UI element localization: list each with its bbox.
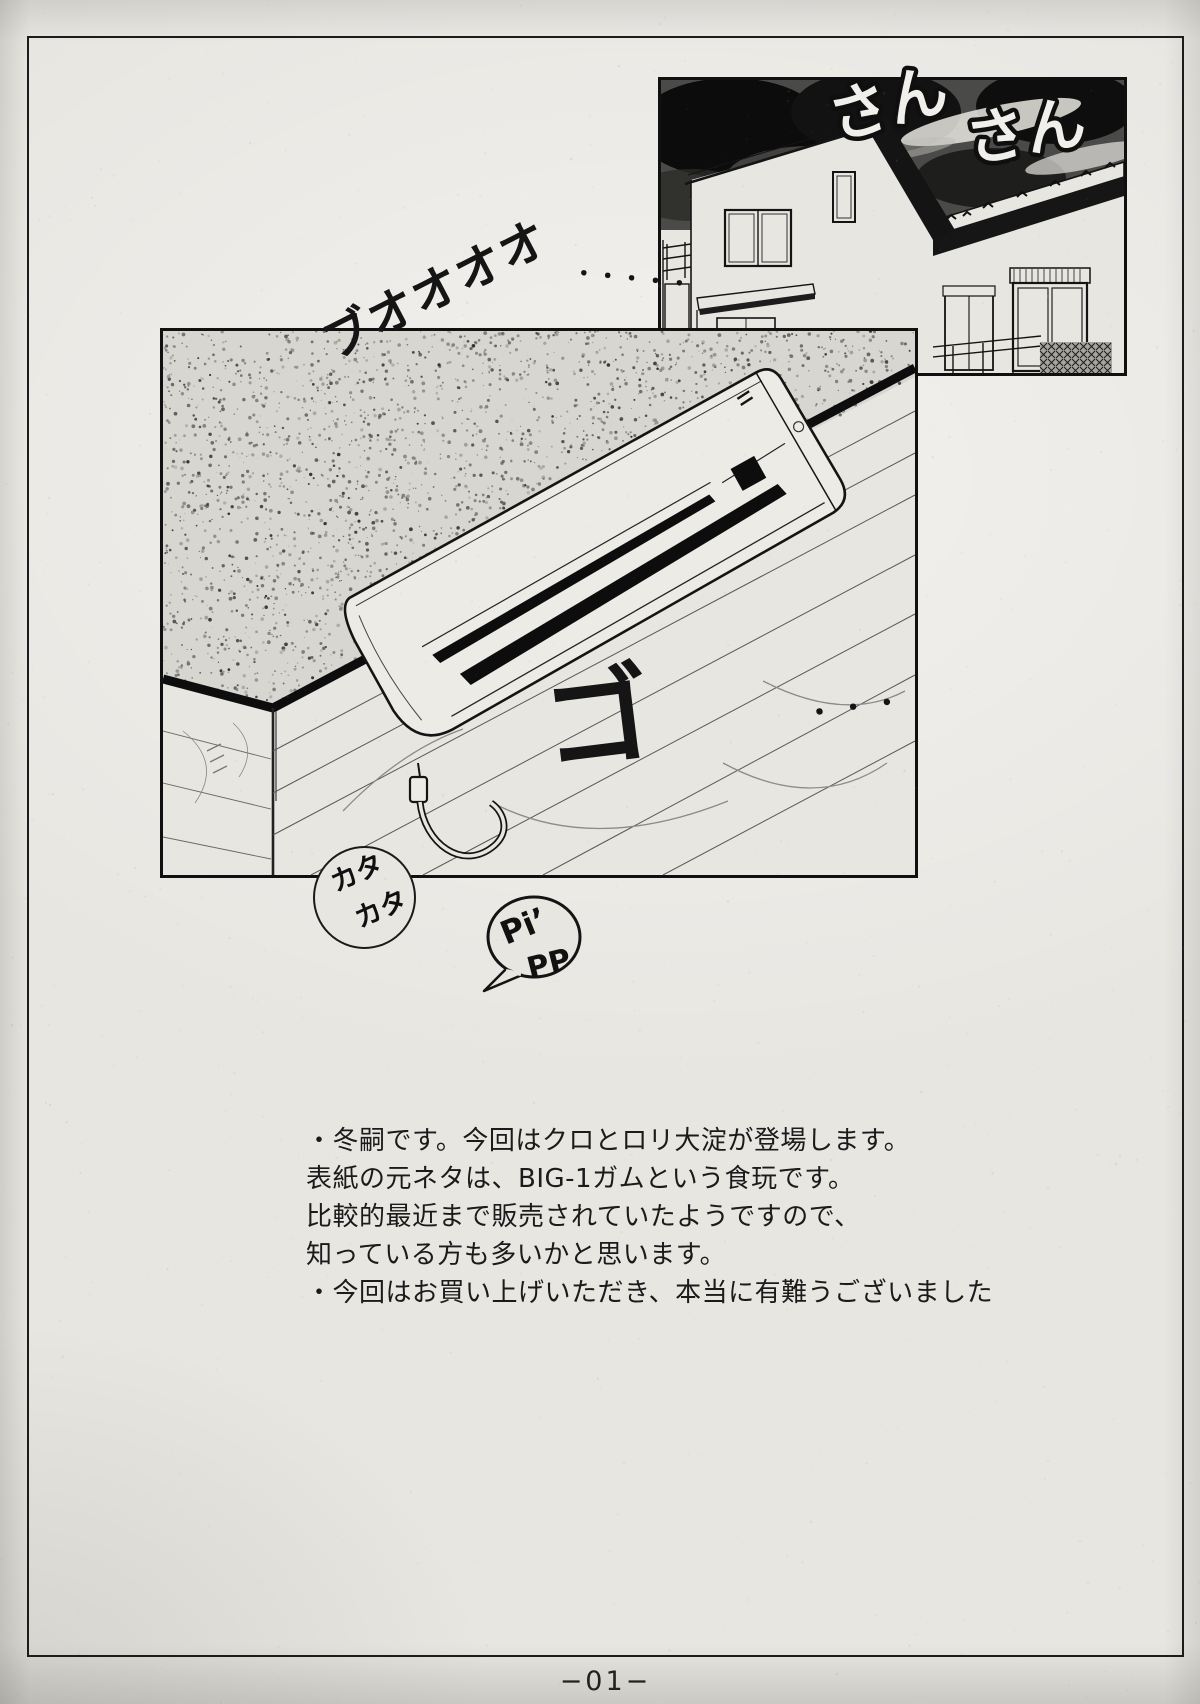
- left-house: [684, 118, 955, 373]
- right-house-window-2: [942, 285, 996, 371]
- sfx-rattle-text-2: カタ: [350, 884, 412, 935]
- air-conditioner-panel: [160, 328, 918, 878]
- house-exterior-drawing: [661, 80, 1124, 373]
- page-border-frame: [27, 36, 1184, 1657]
- drain-cord: [408, 762, 508, 860]
- author-note-line: 比較的最近まで販売されていたようですので、: [306, 1202, 861, 1232]
- air-conditioner-drawing: [163, 331, 915, 875]
- author-note-line: 表紙の元ネタは、BIG-1ガムという食玩です。: [306, 1164, 855, 1194]
- author-note-line: ・今回はお買い上げいただき、本当に有難うございました: [306, 1278, 994, 1308]
- page-number: −01−: [559, 1666, 652, 1697]
- author-note: ・冬嗣です。今回はクロとロリ大淀が登場します。 表紙の元ネタは、BIG-1ガムと…: [306, 1122, 994, 1312]
- left-wall-lines: [163, 722, 272, 860]
- sfx-rattle-bubble: カタ カタ: [313, 846, 416, 949]
- ac-unit: [343, 368, 847, 737]
- author-note-line: ・冬嗣です。今回はクロとロリ大淀が登場します。: [306, 1126, 911, 1156]
- fence-hatch: [1039, 342, 1112, 373]
- air-flow-arcs: [342, 680, 906, 830]
- sfx-rattle-text-1: カタ: [326, 848, 388, 899]
- wall-dashes: [206, 743, 228, 774]
- author-note-line: 知っている方も多いかと思います。: [306, 1240, 727, 1270]
